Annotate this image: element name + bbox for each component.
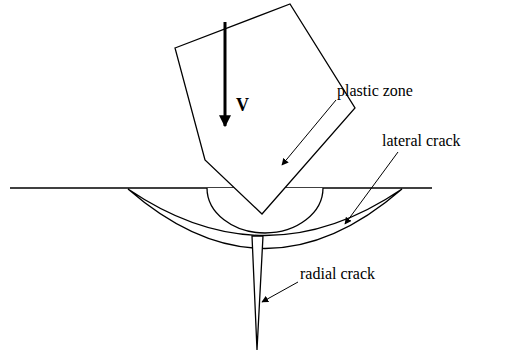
part-label: radial crack bbox=[300, 265, 375, 283]
part-label: plastic zone bbox=[337, 82, 413, 100]
part-label: lateral crack bbox=[382, 132, 461, 150]
leader-line bbox=[282, 100, 336, 165]
velocity-arrow bbox=[224, 22, 227, 126]
leader-line bbox=[262, 282, 298, 302]
velocity-symbol: V bbox=[236, 96, 249, 116]
leader-line bbox=[345, 152, 398, 224]
indenter bbox=[175, 4, 355, 214]
radial-crack-shape bbox=[252, 236, 263, 350]
